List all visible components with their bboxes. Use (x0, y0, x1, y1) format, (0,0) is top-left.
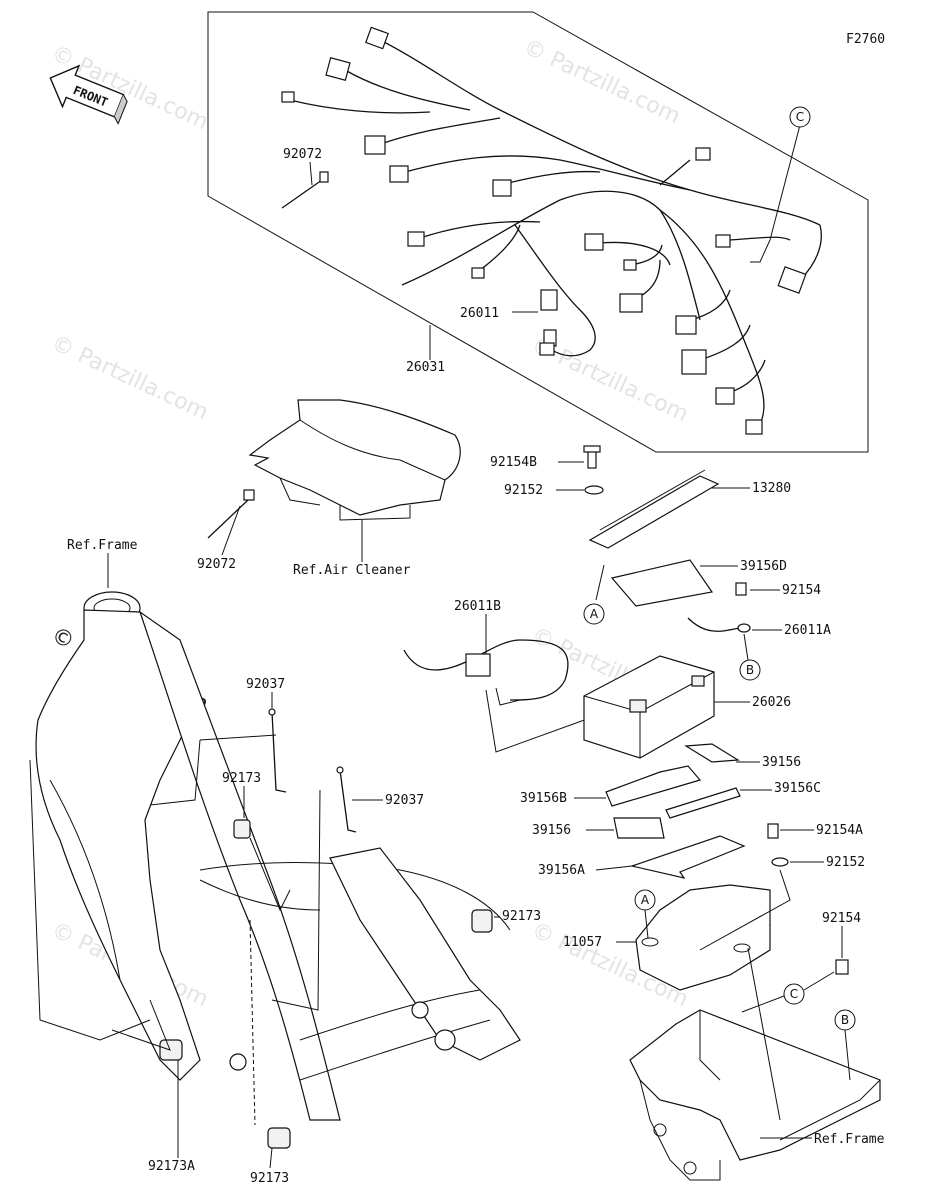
bolt-92154-bot (835, 959, 849, 975)
battery-cable-26011B (403, 639, 569, 706)
ref-air-cleaner: Ref.Air Cleaner (293, 563, 411, 578)
part-label-92154B: 92154B (490, 455, 537, 470)
pad-39156A (629, 835, 746, 879)
part-label-39156C: 39156C (774, 781, 821, 796)
bracket-92037-right (336, 766, 357, 833)
bolt-92154B (587, 449, 597, 469)
bracket-92037-left (268, 708, 287, 793)
part-label-26011: 26011 (460, 306, 499, 321)
washer-92152-top (584, 485, 604, 495)
harness-enclosure (207, 11, 869, 453)
air-cleaner-ref (248, 399, 461, 521)
cable-tie-92072-mid (207, 489, 255, 539)
bolt-92154A (767, 823, 779, 839)
part-label-92072-mid: 92072 (197, 557, 236, 572)
battery-case-11057 (635, 884, 771, 991)
watermark: © Partzilla.com (519, 35, 683, 129)
battery-cable-26011A (687, 617, 751, 633)
watermark: © Partzilla.com (47, 331, 211, 425)
part-label-92154A: 92154A (816, 823, 863, 838)
pad-39156D (610, 559, 714, 607)
part-label-26031: 26031 (406, 360, 445, 375)
part-label-92154-bot: 92154 (822, 911, 861, 926)
ref-frame-top: Ref.Frame (67, 538, 138, 553)
ref-frame-bottom: Ref.Frame (814, 1132, 885, 1147)
pad-39156B (605, 765, 702, 807)
washer-92152-bot (771, 857, 789, 867)
callout-b-bottom: B (841, 1013, 849, 1027)
part-label-39156D: 39156D (740, 559, 787, 574)
pad-39156-left (613, 817, 665, 839)
part-label-92152-top: 92152 (504, 483, 543, 498)
clamp-92173-bot (267, 1127, 291, 1149)
clamp-92173-top (233, 819, 251, 839)
part-label-92173-mid: 92173 (502, 909, 541, 924)
clamp-92173-mid (471, 909, 493, 933)
callout-b: B (746, 663, 754, 677)
callout-a-bottom: A (641, 893, 650, 907)
part-label-92173-top: 92173 (222, 771, 261, 786)
part-label-39156A: 39156A (538, 863, 585, 878)
callout-c-bottom: C (790, 987, 798, 1001)
part-label-92072: 92072 (283, 147, 322, 162)
part-label-26011A: 26011A (784, 623, 831, 638)
figure-code: F2760 (846, 32, 885, 47)
clamp-92173A (159, 1039, 183, 1061)
part-label-92173A: 92173A (148, 1159, 195, 1174)
part-label-92154: 92154 (782, 583, 821, 598)
part-label-39156-left: 39156 (532, 823, 571, 838)
harness-connectors (281, 26, 807, 435)
part-label-92152-bot: 92152 (826, 855, 865, 870)
battery-band-13280 (588, 469, 720, 549)
pad-39156C (665, 787, 741, 819)
part-label-92173-bot: 92173 (250, 1171, 289, 1186)
part-label-26026: 26026 (752, 695, 791, 710)
callout-c: C (796, 110, 804, 124)
bolt-92154 (735, 582, 747, 596)
part-label-92037-right: 92037 (385, 793, 424, 808)
part-label-92037-left: 92037 (246, 677, 285, 692)
part-label-39156-right: 39156 (762, 755, 801, 770)
frame-ref-bottom (629, 1009, 881, 1181)
cable-tie-92072-top (281, 171, 329, 209)
pad-39156-right (684, 743, 740, 763)
battery-26026 (583, 655, 715, 759)
wiring-harness (289, 39, 822, 426)
part-label-13280: 13280 (752, 481, 791, 496)
part-label-11057: 11057 (563, 935, 602, 950)
part-label-26011B: 26011B (454, 599, 501, 614)
frame-ref (29, 591, 521, 1121)
callout-a: A (590, 607, 599, 621)
part-label-39156B: 39156B (520, 791, 567, 806)
